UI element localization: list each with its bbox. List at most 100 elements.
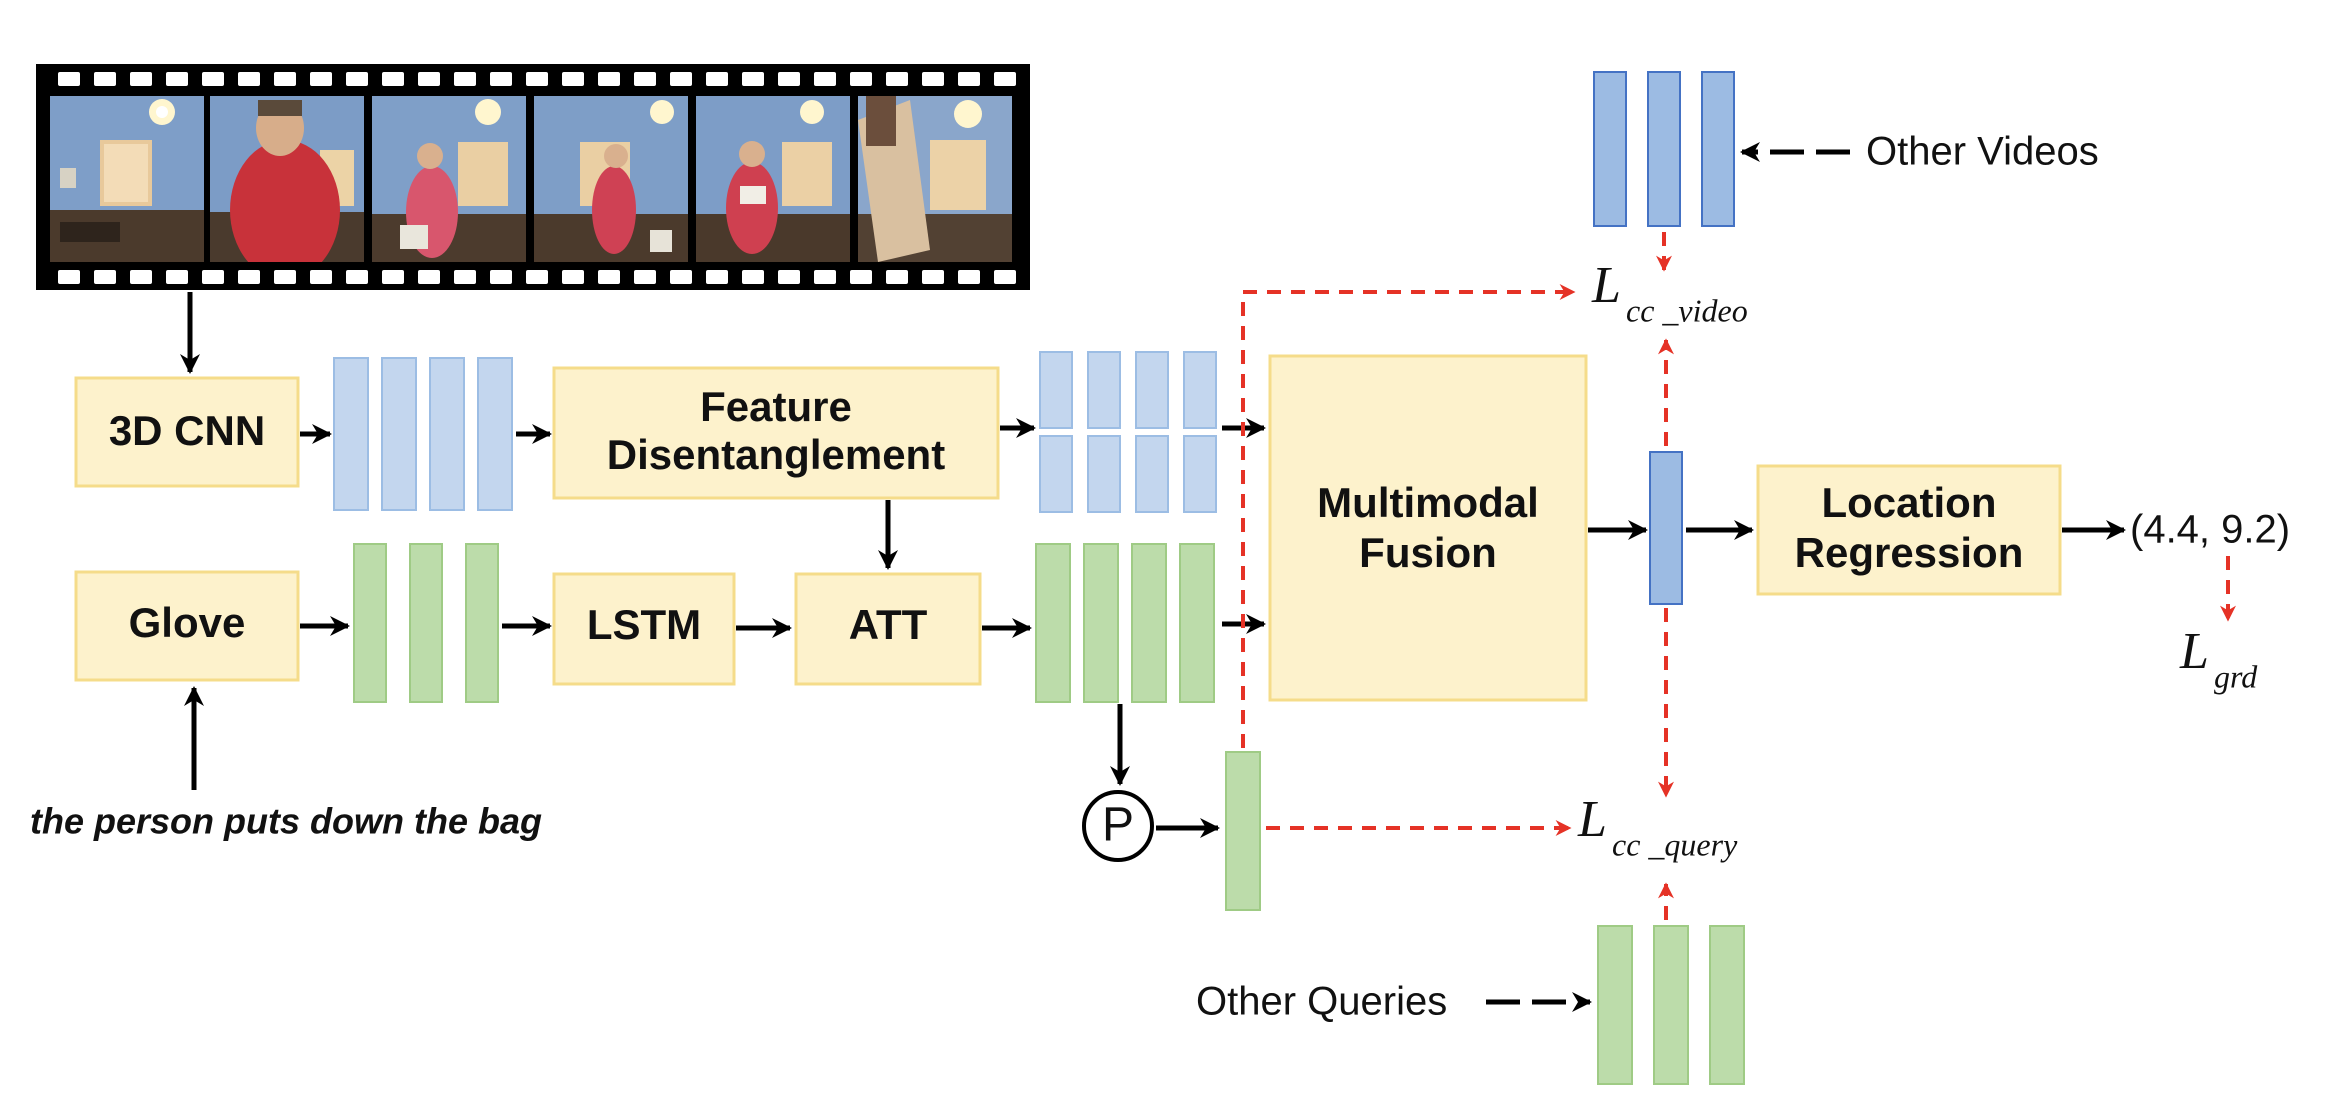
disentangled-feature-top: [1135, 351, 1169, 429]
flow-arrows: [180, 142, 2126, 1012]
att-module: ATT: [794, 572, 982, 686]
sprocket-hole: [94, 270, 116, 284]
sprocket-hole: [58, 270, 80, 284]
sprocket-hole: [958, 72, 980, 86]
sprocket-hole: [814, 72, 836, 86]
sprocket-hole: [346, 72, 368, 86]
sprocket-hole: [994, 270, 1016, 284]
sprocket-hole: [418, 72, 440, 86]
pooling-symbol: P: [1102, 799, 1134, 852]
sprocket-hole: [814, 270, 836, 284]
lstm-label: LSTM: [587, 601, 701, 648]
fusion-label-line2: Fusion: [1359, 529, 1497, 576]
query-loss-symbol: L: [1577, 791, 1607, 848]
att-label: ATT: [849, 601, 928, 648]
sprocket-hole: [202, 72, 224, 86]
sprocket-hole: [958, 270, 980, 284]
other-query-features: [1597, 925, 1745, 1085]
query-feature-bar: [1179, 543, 1215, 703]
sprocket-hole: [598, 270, 620, 284]
disentangled-feature-top: [1087, 351, 1121, 429]
query-contrastive-loss: L cc _query: [1577, 791, 1738, 862]
query-sentence: the person puts down the bag: [30, 801, 542, 842]
sprocket-hole: [238, 72, 260, 86]
other-video-feature-bar: [1647, 71, 1681, 227]
sprocket-hole: [166, 270, 188, 284]
feature-label-line2: Disentanglement: [607, 431, 945, 478]
sprocket-hole: [562, 270, 584, 284]
sprocket-hole: [670, 270, 692, 284]
word-embedding-bar: [409, 543, 443, 703]
sprocket-hole: [562, 72, 584, 86]
glove-module: Glove: [74, 570, 300, 682]
module-boxes: 3D CNN Feature Disentanglement Glove LST…: [74, 354, 2062, 702]
grounding-loss-symbol: L: [2179, 623, 2209, 680]
sprocket-hole: [526, 72, 548, 86]
lstm-module: LSTM: [552, 572, 736, 686]
video-contrastive-loss: L cc _video: [1591, 257, 1748, 328]
sprocket-hole: [706, 72, 728, 86]
sprocket-hole: [346, 270, 368, 284]
sprocket-hole: [166, 72, 188, 86]
disentangled-feature-top: [1039, 351, 1073, 429]
sprocket-hole: [922, 270, 944, 284]
video-frame-3: [372, 96, 526, 262]
sprocket-hole: [490, 270, 512, 284]
sprocket-hole: [742, 72, 764, 86]
other-query-feature-bar: [1653, 925, 1689, 1085]
sprocket-hole: [886, 72, 908, 86]
film-sprocket-holes: [58, 72, 1016, 284]
sprocket-hole: [670, 72, 692, 86]
sprocket-hole: [454, 72, 476, 86]
video-loss-symbol: L: [1591, 257, 1621, 314]
sprocket-hole: [94, 72, 116, 86]
word-embedding-bar: [353, 543, 387, 703]
feature-disentanglement-module: Feature Disentanglement: [552, 366, 1000, 500]
grounding-loss: L grd: [2179, 623, 2258, 694]
other-videos-label: Other Videos: [1866, 130, 2099, 174]
sprocket-hole: [382, 270, 404, 284]
query-feature-bar: [1131, 543, 1167, 703]
word-embedding-bar: [465, 543, 499, 703]
disentangled-feature-bottom: [1183, 435, 1217, 513]
sprocket-hole: [58, 72, 80, 86]
other-query-feature-bar: [1709, 925, 1745, 1085]
sprocket-hole: [274, 270, 296, 284]
sprocket-hole: [634, 72, 656, 86]
sprocket-hole: [742, 270, 764, 284]
query-feature-bar: [1083, 543, 1119, 703]
disentangled-feature-bottom: [1087, 435, 1121, 513]
video-frame-5: [696, 96, 850, 262]
sprocket-hole: [850, 270, 872, 284]
cnn-label: 3D CNN: [109, 407, 265, 454]
output-coordinates: (4.4, 9.2): [2130, 508, 2290, 552]
arrow-pooled-to-video-loss: [1241, 284, 1576, 748]
sprocket-hole: [454, 270, 476, 284]
sprocket-hole: [274, 72, 296, 86]
other-video-features: [1593, 71, 1735, 227]
fused-feature: [1649, 451, 1683, 605]
sprocket-hole: [418, 270, 440, 284]
sprocket-hole: [238, 270, 260, 284]
fusion-label-line1: Multimodal: [1317, 479, 1539, 526]
other-video-feature-bar: [1701, 71, 1735, 227]
sprocket-hole: [850, 72, 872, 86]
disentangled-feature-bottom: [1135, 435, 1169, 513]
pooling-circle: [1082, 790, 1154, 862]
other-query-feature-bar: [1597, 925, 1633, 1085]
query-feature-bar: [1035, 543, 1071, 703]
sprocket-hole: [778, 72, 800, 86]
disentangled-feature-bottom: [1039, 435, 1073, 513]
video-feature-bar: [429, 357, 465, 511]
video-feature-bar: [477, 357, 513, 511]
video-frame-1: [50, 96, 204, 262]
sprocket-hole: [994, 72, 1016, 86]
loss-arrows: [1241, 232, 2236, 920]
sprocket-hole: [598, 72, 620, 86]
sprocket-hole: [382, 72, 404, 86]
video-loss-subscript: cc _video: [1626, 292, 1748, 328]
video-feature-bar: [381, 357, 417, 511]
cnn-module: 3D CNN: [74, 376, 300, 488]
attended-query-features: [1035, 543, 1215, 703]
